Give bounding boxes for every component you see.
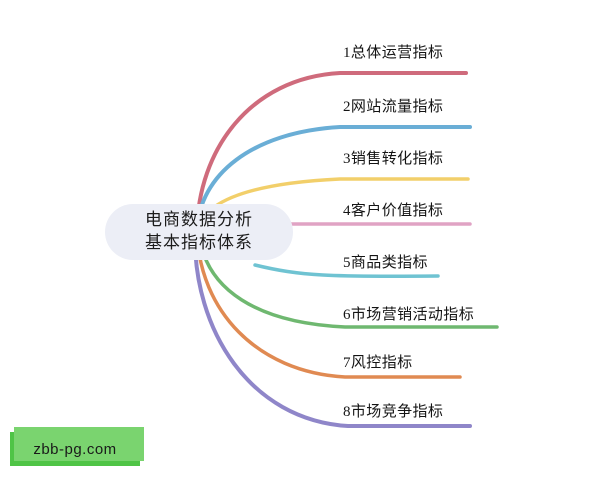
center-node-line-1: 电商数据分析 bbox=[145, 210, 253, 230]
center-node-line-2: 基本指标体系 bbox=[145, 233, 253, 252]
branch-label-3[interactable]: 3销售转化指标 bbox=[343, 151, 444, 167]
branch-label-2[interactable]: 2网站流量指标 bbox=[343, 99, 444, 115]
center-node[interactable]: 电商数据分析 基本指标体系 bbox=[105, 204, 293, 260]
branch-label-4[interactable]: 4客户价值指标 bbox=[343, 203, 444, 219]
branch-label-8[interactable]: 8市场竞争指标 bbox=[343, 404, 444, 420]
branch-path-8 bbox=[192, 231, 472, 428]
branch-label-6[interactable]: 6市场营销活动指标 bbox=[343, 307, 475, 323]
watermark-text: zbb-pg.com bbox=[33, 440, 117, 458]
watermark-badge: zbb-pg.com bbox=[10, 427, 144, 466]
branch-label-5[interactable]: 5商品类指标 bbox=[343, 255, 428, 271]
branch-label-1[interactable]: 1总体运营指标 bbox=[343, 45, 444, 61]
branch-label-7[interactable]: 7风控指标 bbox=[343, 355, 413, 371]
